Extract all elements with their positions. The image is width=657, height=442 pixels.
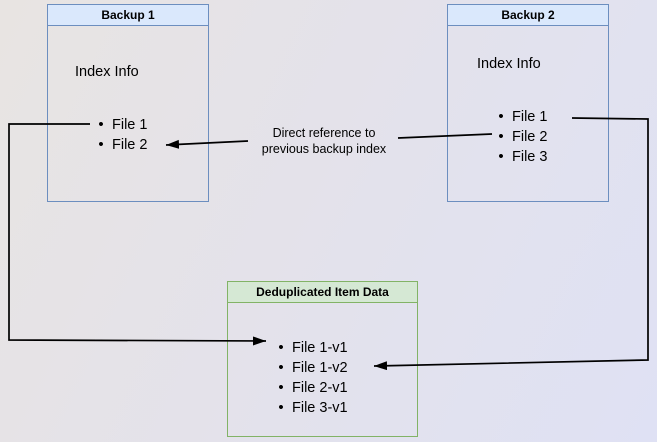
node-backup-2-file-list: File 1 File 2 File 3	[495, 107, 547, 167]
node-backup-1: Backup 1 Index Info File 1 File 2	[47, 4, 209, 202]
edge-label-direct-reference: Direct reference to previous backup inde…	[242, 125, 406, 157]
list-item-label: File 2	[512, 129, 548, 145]
list-item-label: File 2	[112, 137, 148, 153]
edge-label-line-1: Direct reference to	[272, 126, 376, 140]
list-item-label: File 1-v1	[292, 340, 348, 356]
bullet-icon	[275, 338, 287, 358]
bullet-icon	[275, 398, 287, 418]
bullet-icon	[495, 127, 507, 147]
list-item-label: File 1	[112, 117, 148, 133]
bullet-icon	[95, 135, 107, 155]
node-deduplicated-item-data: Deduplicated Item Data File 1-v1 File 1-…	[227, 281, 418, 437]
node-dedup-file-list: File 1-v1 File 1-v2 File 2-v1 File 3-v1	[275, 338, 348, 418]
list-item: File 2-v1	[275, 378, 348, 398]
bullet-icon	[275, 378, 287, 398]
node-dedup-title: Deduplicated Item Data	[228, 282, 417, 303]
list-item-label: File 3	[512, 149, 548, 165]
list-item: File 2	[95, 135, 147, 155]
node-backup-2-subtitle: Index Info	[477, 56, 541, 72]
node-backup-2: Backup 2 Index Info File 1 File 2 File 3	[447, 4, 609, 202]
list-item-label: File 1	[512, 109, 548, 125]
list-item: File 1-v2	[275, 358, 348, 378]
node-backup-1-title: Backup 1	[48, 5, 208, 26]
list-item: File 1-v1	[275, 338, 348, 358]
bullet-icon	[95, 115, 107, 135]
bullet-icon	[495, 147, 507, 167]
list-item: File 3	[495, 147, 547, 167]
list-item: File 3-v1	[275, 398, 348, 418]
list-item: File 1	[95, 115, 147, 135]
node-backup-1-subtitle: Index Info	[75, 64, 139, 80]
list-item-label: File 3-v1	[292, 400, 348, 416]
list-item: File 2	[495, 127, 547, 147]
bullet-icon	[275, 358, 287, 378]
node-backup-2-title: Backup 2	[448, 5, 608, 26]
bullet-icon	[495, 107, 507, 127]
node-backup-1-file-list: File 1 File 2	[95, 115, 147, 155]
list-item-label: File 1-v2	[292, 360, 348, 376]
list-item-label: File 2-v1	[292, 380, 348, 396]
edge-label-line-2: previous backup index	[261, 142, 387, 156]
list-item: File 1	[495, 107, 547, 127]
